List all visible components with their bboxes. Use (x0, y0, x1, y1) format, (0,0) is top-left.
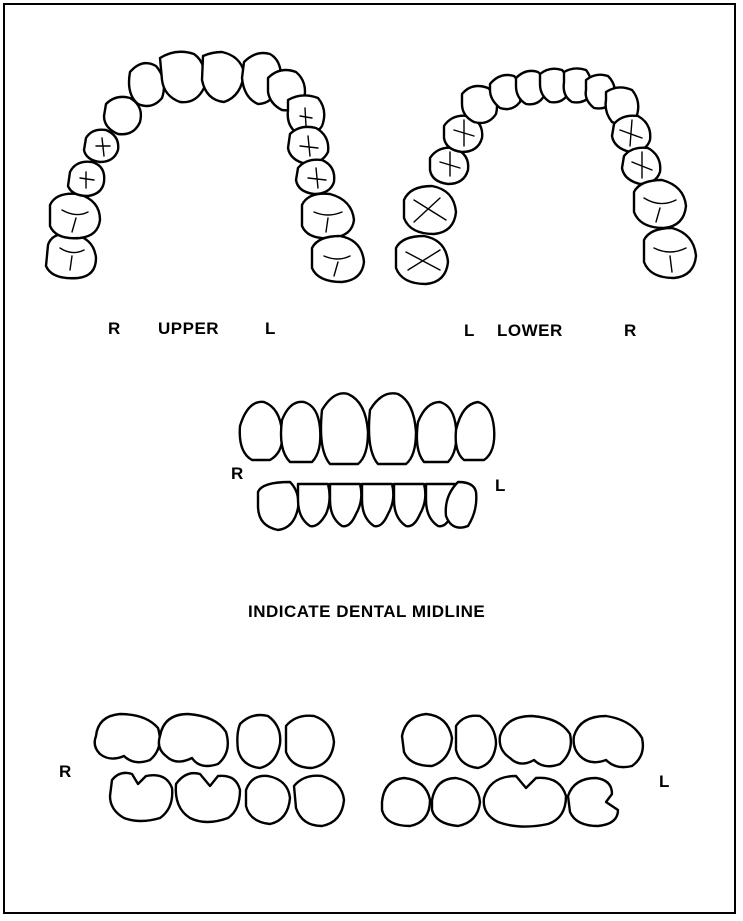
side-view-right-teeth (95, 714, 344, 826)
front-upper-tooth-5 (417, 402, 456, 462)
side-left-upper-2 (456, 716, 496, 768)
upper-tooth-8 (202, 52, 244, 102)
side-right-lower-4 (294, 776, 344, 826)
front-view-teeth (240, 393, 495, 530)
side-right-upper-4 (286, 716, 334, 768)
side-left-upper-3 (500, 716, 571, 766)
front-right-label: R (231, 464, 244, 484)
upper-tooth-1 (46, 234, 96, 279)
front-upper-tooth-1 (240, 402, 283, 460)
upper-left-label: L (265, 319, 276, 339)
front-lower-tooth-4 (362, 484, 393, 526)
midline-instruction: INDICATE DENTAL MIDLINE (248, 602, 485, 622)
side-right-lower-1 (110, 773, 172, 821)
side-left-label: L (659, 772, 670, 792)
side-left-lower-3 (484, 776, 566, 827)
lower-left-label: L (464, 321, 475, 341)
front-upper-tooth-6 (456, 402, 495, 460)
side-right-upper-2 (159, 714, 228, 766)
upper-tooth-13 (296, 160, 334, 194)
side-left-lower-4 (568, 778, 618, 826)
front-left-label: L (495, 476, 506, 496)
front-lower-tooth-1 (258, 482, 298, 530)
upper-tooth-2 (50, 194, 100, 239)
side-right-label: R (59, 762, 72, 782)
side-view-left-teeth (382, 714, 643, 827)
side-right-upper-1 (95, 714, 160, 762)
front-lower-tooth-3 (330, 484, 361, 526)
front-upper-tooth-2 (281, 402, 320, 462)
front-lower-tooth-2 (298, 484, 330, 526)
lower-arch-title: LOWER (497, 321, 563, 341)
side-right-lower-3 (246, 776, 290, 824)
upper-right-label: R (108, 319, 121, 339)
front-upper-tooth-3 (321, 393, 368, 464)
lower-arch-teeth (396, 68, 696, 284)
lower-tooth-15 (644, 228, 696, 278)
side-left-upper-1 (402, 714, 452, 766)
upper-arch-title: UPPER (158, 319, 219, 339)
side-left-lower-2 (432, 778, 480, 826)
front-upper-tooth-4 (369, 393, 416, 464)
upper-arch-teeth (46, 52, 364, 282)
upper-tooth-6 (129, 63, 164, 106)
side-right-upper-3 (237, 715, 280, 768)
side-right-lower-2 (176, 773, 240, 822)
front-lower-tooth-5 (394, 484, 425, 526)
lower-right-label: R (624, 321, 637, 341)
side-left-lower-1 (382, 778, 430, 826)
upper-tooth-14 (302, 194, 354, 239)
side-left-upper-4 (574, 716, 643, 767)
upper-tooth-7 (160, 52, 205, 102)
upper-tooth-12 (288, 127, 328, 164)
